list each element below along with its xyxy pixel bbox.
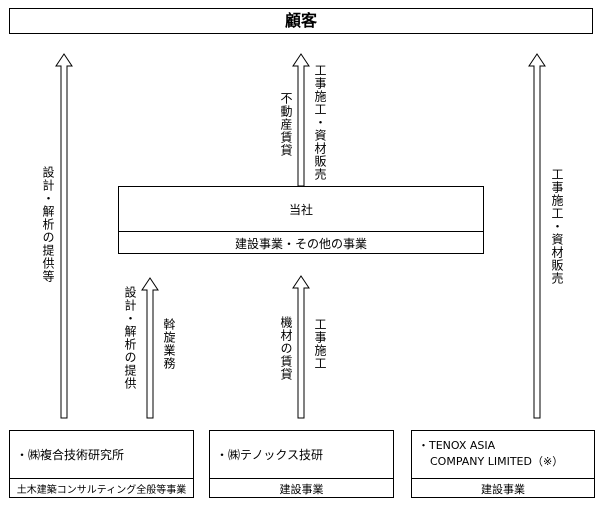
flow-label-center-upper-a: 不動産賃貸	[279, 92, 293, 157]
flow-label-left-outer: 設計・解析の提供等	[41, 166, 55, 283]
subsidiary-segment-2: 建設事業	[210, 478, 393, 498]
subsidiary-name-3-line2: COMPANY LIMITED（※）	[430, 455, 564, 468]
subsidiary-segment-3: 建設事業	[412, 478, 594, 498]
arrow-left-outer	[55, 53, 73, 419]
customer-label: 顧客	[284, 11, 317, 30]
arrow-right-outer	[528, 53, 546, 419]
company-box: 当社 建設事業・その他の事業	[118, 186, 484, 254]
flow-label-center-lower-b: 工事施工	[313, 318, 327, 370]
subsidiary-box-1: ・㈱複合技術研究所 土木建築コンサルティング全般等事業	[9, 430, 194, 498]
subsidiary-name-1: ・㈱複合技術研究所	[16, 448, 125, 462]
subsidiary-name-3-line1: ・TENOX ASIA	[418, 439, 496, 452]
company-business: 建設事業・その他の事業	[119, 231, 483, 254]
subsidiary-segment-1: 土木建築コンサルティング全般等事業	[10, 478, 193, 498]
company-name: 当社	[288, 202, 313, 217]
flow-label-left-inner-b: 斡旋業務	[162, 318, 176, 370]
subsidiary-box-2: ・㈱テノックス技研 建設事業	[209, 430, 394, 498]
subsidiary-box-3: ・TENOX ASIA COMPANY LIMITED（※） 建設事業	[411, 430, 595, 498]
subsidiary-name-2: ・㈱テノックス技研	[216, 448, 324, 462]
flow-label-left-inner-a: 設計・解析の提供	[123, 286, 137, 390]
arrow-left-inner	[141, 277, 159, 419]
arrow-center-lower	[292, 275, 310, 419]
flow-label-center-lower-a: 機材の賃貸	[279, 316, 293, 381]
arrow-center-upper	[292, 53, 310, 187]
flow-label-right-outer: 工事施工・資材販売	[550, 168, 564, 285]
customer-box: 顧客	[9, 8, 593, 34]
flow-label-center-upper-b: 工事施工・資材販売	[313, 64, 327, 181]
